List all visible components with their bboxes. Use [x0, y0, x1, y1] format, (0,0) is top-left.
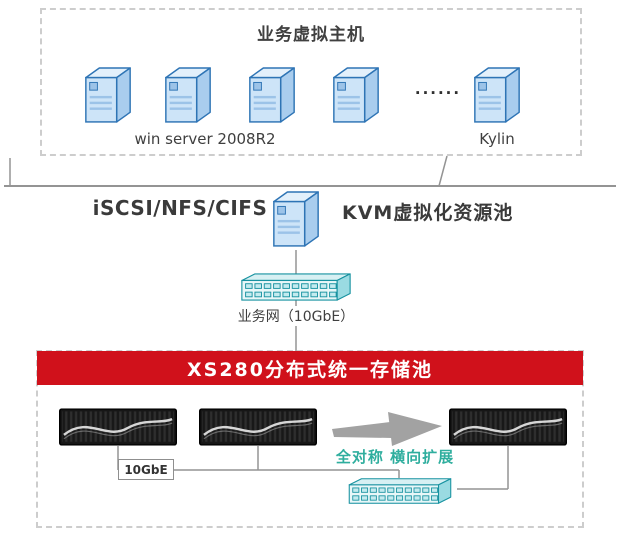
- kvm-server-icon: [270, 188, 322, 248]
- virtual-host-pool-box: [40, 8, 582, 156]
- server-tower-icon: [82, 64, 134, 124]
- trunk-right-drop: [438, 155, 448, 187]
- protocols-label: iSCSI/NFS/CIFS: [92, 196, 268, 220]
- server-tower-icon: [330, 64, 382, 124]
- server-tower-icon: [246, 64, 298, 124]
- storage-array-icon: [59, 408, 177, 446]
- more-hosts-ellipsis: ......: [414, 80, 462, 98]
- win-server-label: win server 2008R2: [134, 130, 276, 148]
- server-tower-icon: [471, 64, 523, 124]
- server-tower-icon: [162, 64, 214, 124]
- virtual-host-pool-title: 业务虚拟主机: [257, 25, 365, 45]
- link-speed-badge: 10GbE: [118, 459, 174, 480]
- kylin-label: Kylin: [479, 130, 515, 148]
- scale-out-label: 全对称 横向扩展: [335, 448, 455, 466]
- scale-arrow-icon: [332, 412, 442, 446]
- backend-switch-icon: [344, 477, 456, 505]
- storage-pool-banner: XS280分布式统一存储池: [37, 351, 583, 385]
- storage-array-icon: [199, 408, 317, 446]
- storage-array-icon: [449, 408, 567, 446]
- business-network-label: 业务网（10GbE）: [206, 306, 386, 326]
- network-switch-icon: [240, 272, 352, 302]
- kvm-pool-label: KVM虚拟化资源池: [342, 202, 514, 224]
